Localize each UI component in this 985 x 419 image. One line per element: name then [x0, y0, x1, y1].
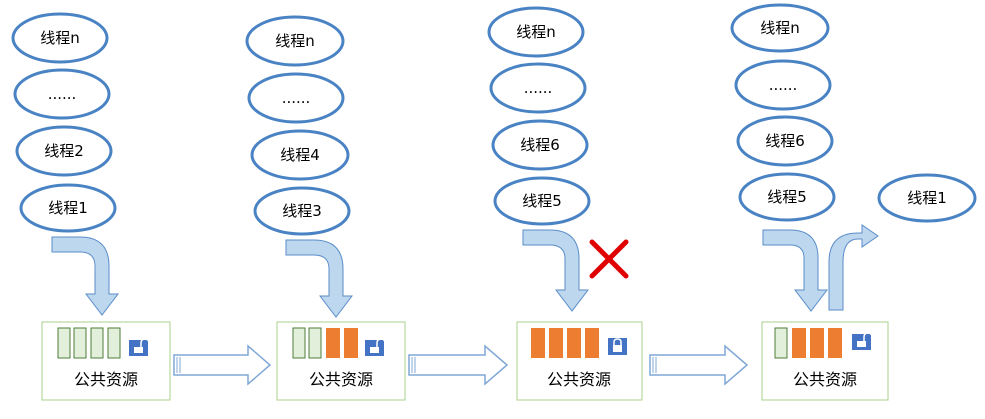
- resource-slot: [585, 328, 599, 358]
- thread-ellipse: 线程3: [253, 186, 351, 236]
- stage-3: 线程n ...... 线程6 线程5: [487, 6, 643, 401]
- resource-slot: [828, 328, 842, 358]
- resource-label: 公共资源: [309, 370, 373, 389]
- thread-ellipse: 线程4: [250, 129, 350, 181]
- thread-ellipse: 线程n: [245, 15, 345, 67]
- enter-arrow: [762, 229, 829, 312]
- resource-box: 公共资源: [516, 321, 643, 401]
- thread-label: 线程4: [280, 146, 320, 164]
- resource-box: 公共资源: [761, 321, 889, 401]
- thread-ellipse: 线程5: [738, 172, 836, 222]
- resource-slot: [810, 328, 824, 358]
- thread-label: 线程n: [516, 23, 556, 41]
- thread-ellipse: ......: [247, 72, 345, 124]
- enter-arrow: [51, 236, 120, 316]
- thread-ellipse: 线程n: [487, 6, 585, 58]
- resource-label: 公共资源: [547, 370, 611, 389]
- resource-slot: [792, 328, 806, 358]
- thread-label: 线程1: [907, 189, 947, 207]
- connector-arrow: [173, 344, 272, 386]
- resource-label: 公共资源: [74, 370, 138, 389]
- thread-label: 线程5: [522, 192, 562, 210]
- thread-ellipse: 线程1: [19, 183, 117, 233]
- thread-label: ......: [282, 89, 311, 107]
- thread-label: 线程n: [760, 19, 800, 37]
- unlock-icon: [129, 338, 150, 356]
- unlock-icon: [852, 332, 873, 350]
- thread-ellipse: ......: [734, 59, 832, 111]
- resource-slot: [57, 327, 71, 359]
- stage-2: 线程n ...... 线程4 线程3 公共资源: [245, 15, 406, 401]
- unlock-icon: [365, 338, 386, 356]
- resource-slot: [567, 328, 581, 358]
- exit-arrow: [828, 224, 879, 311]
- resource-slot: [531, 328, 545, 358]
- thread-ellipse: 线程6: [736, 115, 834, 167]
- resource-slot: [73, 327, 87, 359]
- resource-slot: [308, 327, 322, 359]
- resource-slot: [344, 328, 358, 358]
- thread-label: 线程1: [48, 199, 88, 217]
- thread-ellipse: 线程5: [493, 176, 591, 226]
- thread-ellipse: 线程n: [730, 3, 830, 53]
- resource-slot: [549, 328, 563, 358]
- thread-label: 线程3: [282, 202, 322, 220]
- thread-label: 线程n: [40, 29, 80, 47]
- thread-label: 线程5: [767, 188, 807, 206]
- thread-label: ......: [48, 85, 77, 103]
- thread-label: 线程n: [275, 32, 315, 50]
- connector-arrow: [649, 344, 749, 386]
- thread-label: 线程2: [44, 142, 84, 160]
- stage-1: 线程n ...... 线程2 线程1 公共资源: [11, 12, 171, 401]
- thread-label: 线程6: [765, 132, 805, 150]
- resource-box: 公共资源: [41, 321, 171, 401]
- enter-arrow: [522, 229, 590, 312]
- thread-ellipse: ......: [489, 62, 587, 114]
- stage-4: 线程n ...... 线程6 线程5 线程1: [730, 3, 977, 401]
- thread-label: 线程6: [520, 136, 560, 154]
- resource-slot: [107, 327, 121, 359]
- thread-label: ......: [769, 76, 798, 94]
- resource-slot: [326, 328, 340, 358]
- lock-icon: [608, 338, 627, 355]
- resource-slot: [774, 327, 788, 359]
- resource-label: 公共资源: [793, 370, 857, 389]
- thread-ellipse: 线程2: [15, 125, 113, 177]
- blocked-cross-icon: [589, 239, 629, 279]
- thread-ellipse: 线程n: [11, 12, 109, 64]
- resource-slot: [90, 327, 104, 359]
- thread-ellipse: ......: [13, 68, 111, 120]
- thread-ellipse-exited: 线程1: [877, 173, 977, 223]
- connector-arrow: [408, 344, 509, 386]
- resource-slot: [292, 327, 306, 359]
- thread-ellipse: 线程6: [491, 119, 589, 171]
- enter-arrow: [285, 239, 354, 318]
- resource-box: 公共资源: [276, 321, 406, 401]
- thread-label: ......: [524, 79, 553, 97]
